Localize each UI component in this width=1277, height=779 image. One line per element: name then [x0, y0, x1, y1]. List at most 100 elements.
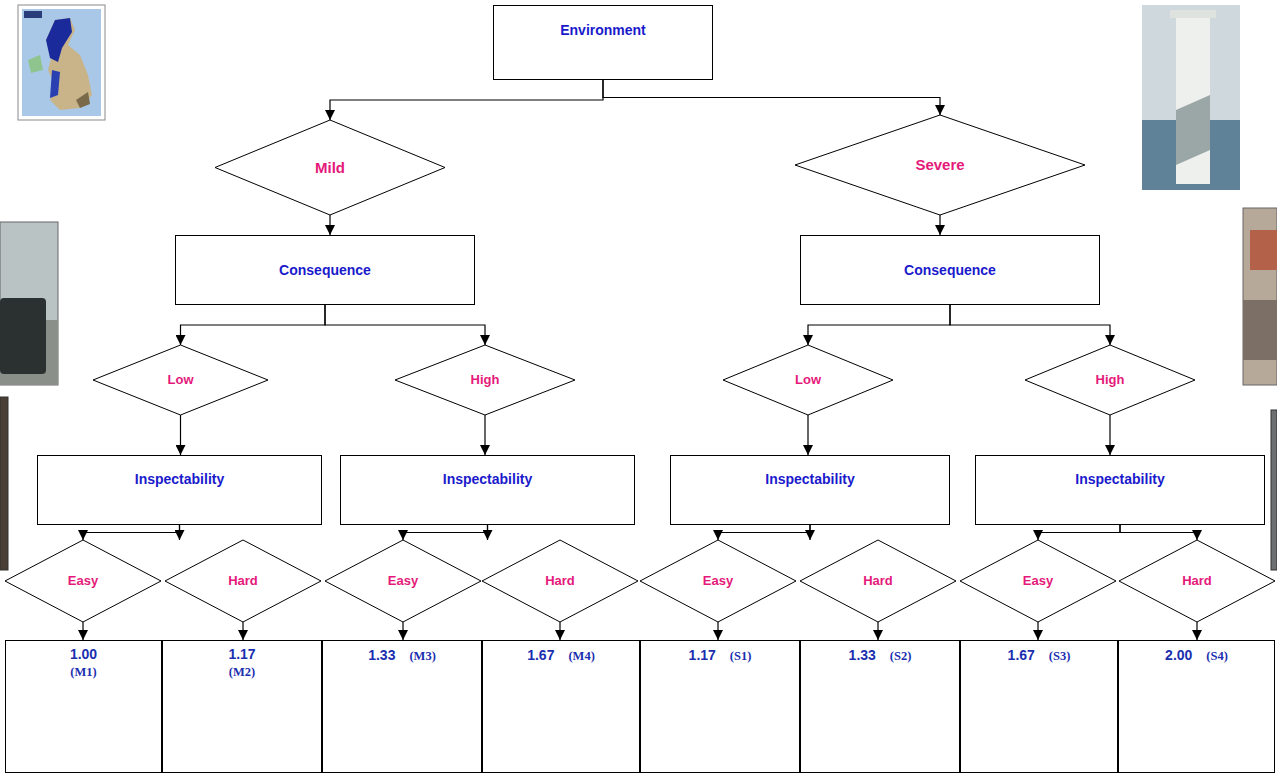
tree-connector	[717, 622, 718, 640]
photo-frame	[1243, 208, 1277, 385]
case-code: (M4)	[568, 649, 594, 664]
diamond-shape	[215, 120, 445, 215]
box-label: Environment	[494, 22, 712, 39]
tree-connector	[877, 622, 878, 640]
option-diamond: Low	[93, 345, 268, 415]
factor-box: 1.67(S3)	[960, 640, 1118, 773]
diamond-shape	[93, 345, 268, 415]
tree-connector	[180, 415, 181, 455]
photo-edge	[1271, 410, 1277, 570]
photo-detail	[1243, 300, 1277, 360]
text-group: Easy	[960, 573, 1116, 589]
tree-connector	[718, 525, 810, 540]
tree-connector	[179, 525, 180, 540]
tree-connector	[1038, 525, 1120, 540]
option-label: Hard	[165, 573, 321, 589]
tree-connector	[1196, 622, 1197, 640]
text-group: Inspectability	[671, 471, 949, 488]
photo-car	[0, 298, 46, 374]
text-group: Easy	[640, 573, 796, 589]
option-label: Low	[93, 372, 268, 388]
photo-detail	[1250, 230, 1277, 270]
option-diamond: Hard	[800, 540, 956, 622]
tree-connector	[403, 525, 488, 540]
factor-box: 1.00(M1)	[5, 640, 162, 773]
factor-box: 1.67 (M4)	[482, 640, 640, 773]
text-group: Inspectability	[341, 471, 634, 488]
tree-connector	[487, 525, 488, 540]
tree-connector	[603, 80, 940, 115]
photo-pillar	[1176, 14, 1210, 184]
map-island	[28, 55, 43, 73]
factor-value: 1.33	[849, 647, 876, 664]
map-frame	[18, 5, 105, 120]
diamond-shape	[165, 540, 321, 622]
case-code: (M3)	[409, 649, 435, 664]
tree-connector	[181, 305, 326, 345]
option-label: Severe	[795, 156, 1085, 174]
option-diamond: Severe	[795, 115, 1085, 215]
root-box: Environment	[493, 5, 713, 80]
text-group: Easy	[325, 573, 481, 589]
text-group: Hard	[165, 573, 321, 589]
text-group: 1.33 (M3)	[323, 646, 481, 664]
factor-box: 1.33 (M3)	[322, 640, 482, 773]
tree-connector	[402, 622, 403, 640]
option-label: Mild	[215, 159, 445, 177]
box-label: Inspectability	[341, 471, 634, 488]
option-label: Hard	[1119, 573, 1275, 589]
option-diamond: Easy	[640, 540, 796, 622]
option-label: Easy	[960, 573, 1116, 589]
option-diamond: Easy	[5, 540, 161, 622]
case-code: (S1)	[730, 649, 752, 664]
text-group: 1.67(S3)	[961, 646, 1117, 664]
option-label: High	[395, 372, 575, 388]
text-group: 1.17(M2)	[163, 646, 321, 680]
diamond-shape	[395, 345, 575, 415]
text-group: Low	[93, 372, 268, 388]
diamond-shape	[640, 540, 796, 622]
text-group: Hard	[1119, 573, 1275, 589]
diamond-shape	[325, 540, 481, 622]
text-group: High	[395, 372, 575, 388]
factor-value: 1.67	[527, 647, 554, 664]
factor-box: 2.00(S4)	[1118, 640, 1275, 773]
photo-pillar-cap	[1170, 10, 1216, 18]
option-diamond: Hard	[482, 540, 638, 622]
box-label: Inspectability	[38, 471, 321, 488]
option-diamond: Easy	[960, 540, 1116, 622]
criterion-box: Inspectability	[340, 455, 635, 525]
criterion-box: Inspectability	[975, 455, 1265, 525]
option-diamond: High	[395, 345, 575, 415]
option-diamond: Hard	[165, 540, 321, 622]
tree-connector	[807, 415, 808, 455]
tree-connector	[1037, 622, 1038, 640]
text-group: 2.00(S4)	[1119, 646, 1274, 664]
map-key	[24, 11, 42, 18]
factor-box: 1.17(S1)	[640, 640, 800, 773]
criterion-box: Consequence	[175, 235, 475, 305]
text-group: Consequence	[176, 262, 474, 279]
photo-sky	[1142, 5, 1240, 190]
diamond-shape	[723, 345, 893, 415]
option-label: Hard	[482, 573, 638, 589]
text-group: 1.33(S2)	[801, 646, 959, 664]
text-group: 1.00(M1)	[6, 646, 161, 680]
text-group: Easy	[5, 573, 161, 589]
tree-connector	[484, 415, 485, 455]
tree-connector	[83, 525, 180, 540]
option-label: Easy	[325, 573, 481, 589]
map-wet-region	[46, 18, 72, 62]
tree-connector	[242, 622, 243, 640]
text-group: 1.67 (M4)	[483, 646, 639, 664]
text-group: Inspectability	[38, 471, 321, 488]
tree-connector	[939, 215, 940, 235]
diamond-shape	[1119, 540, 1275, 622]
box-label: Inspectability	[976, 471, 1264, 488]
text-group: 1.17(S1)	[641, 646, 799, 664]
factor-value: 1.33	[368, 647, 395, 664]
photo-frame	[0, 222, 58, 385]
factor-box: 1.33(S2)	[800, 640, 960, 773]
text-group: Consequence	[801, 262, 1099, 279]
